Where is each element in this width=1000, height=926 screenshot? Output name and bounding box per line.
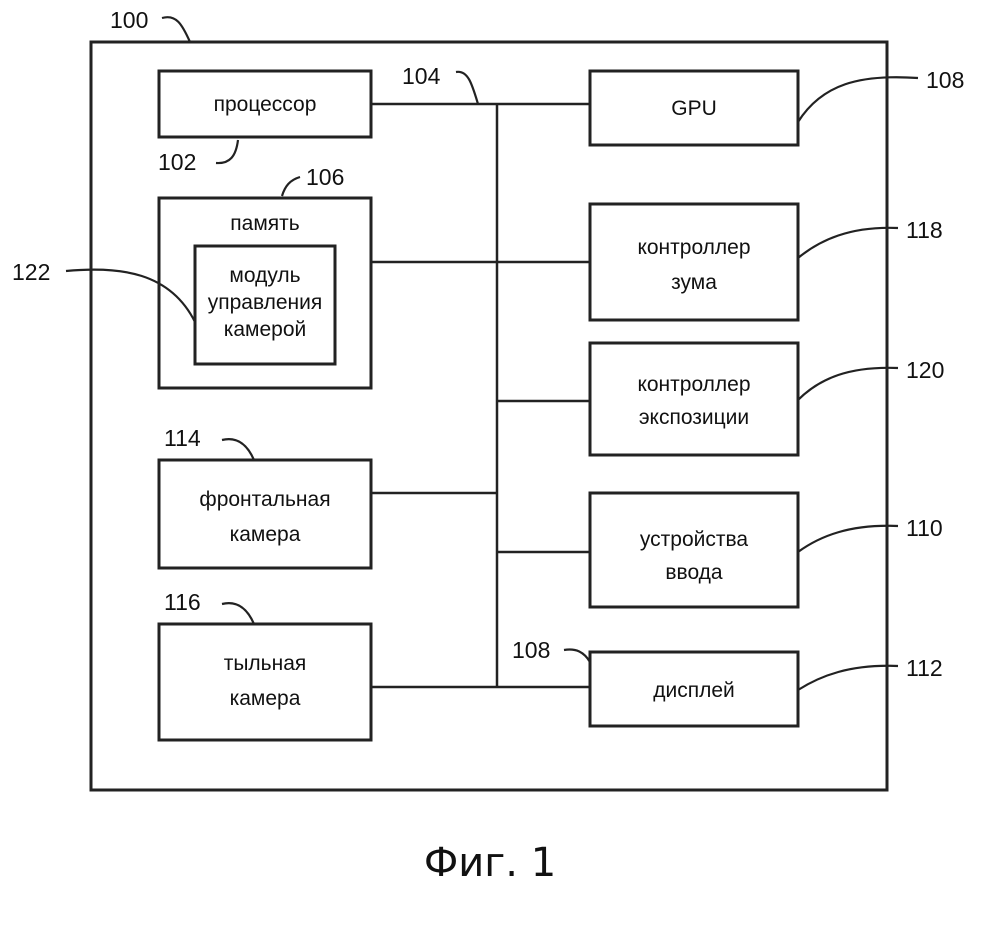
exposure-controller-label-line2: экспозиции [639,406,749,429]
rear-camera-label-line1: тыльная [224,652,307,675]
ref-front-camera: 114 [164,425,201,451]
camera-module-label-line2: управления [208,291,323,314]
front-camera-label-line2: камера [230,523,301,546]
front-camera-label-line1: фронтальная [199,488,330,511]
exposure-controller-block: контроллер экспозиции [590,343,798,455]
ref-memory: 106 [306,164,344,190]
ref-processor: 102 [158,149,196,175]
ref-camera-module: 122 [12,259,50,285]
display-block: дисплей [590,652,798,726]
input-devices-label-line1: устройства [640,528,749,551]
gpu-label: GPU [671,97,717,120]
front-camera-block: фронтальная камера [159,460,371,568]
input-devices-block: устройства ввода [590,493,798,607]
gpu-block: GPU [590,71,798,145]
rear-camera-block: тыльная камера [159,624,371,740]
ref-zoom-controller: 118 [906,217,943,243]
ref-display-outer: 112 [906,655,943,681]
processor-block: процессор [159,71,371,137]
input-devices-label-line2: ввода [665,561,723,584]
exposure-controller-label-line1: контроллер [637,373,750,396]
zoom-controller-label-line1: контроллер [637,236,750,259]
camera-module-block: модуль управления камерой [195,246,335,364]
ref-input-devices: 110 [906,515,943,541]
rear-camera-label-line2: камера [230,687,301,710]
memory-label: память [230,212,299,235]
ref-bus: 104 [402,63,441,89]
ref-exposure-controller: 120 [906,357,944,383]
zoom-controller-block: контроллер зума [590,204,798,320]
zoom-controller-label-line2: зума [671,271,717,294]
display-label: дисплей [653,679,735,702]
ref-display: 108 [512,637,550,663]
ref-device: 100 [110,7,148,33]
camera-module-label-line1: модуль [229,264,300,287]
figure-caption: Фиг. 1 [424,840,556,886]
ref-gpu: 108 [926,67,964,93]
camera-module-label-line3: камерой [224,318,307,341]
processor-label: процессор [214,93,317,116]
ref-rear-camera: 116 [164,589,201,615]
